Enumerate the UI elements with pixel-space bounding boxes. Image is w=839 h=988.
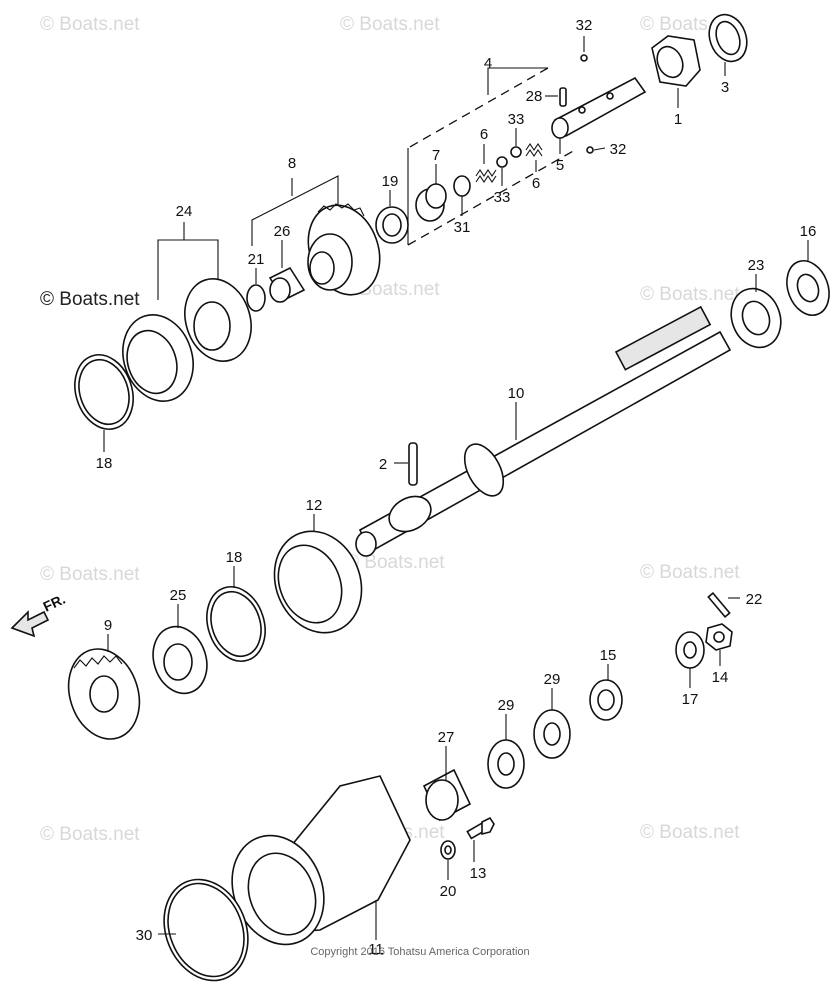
callout-label: 12	[306, 497, 323, 514]
callout-label: 4	[484, 55, 492, 72]
part-30-o-ring[interactable]	[149, 867, 262, 988]
part-8-forward-gear[interactable]	[296, 195, 391, 305]
part-1-clutch-dog[interactable]	[651, 35, 701, 87]
direction-label: FR.	[41, 591, 68, 615]
callout-label: 11	[368, 941, 384, 958]
bracket-8	[251, 175, 339, 246]
watermark: © Boats.net	[345, 552, 445, 573]
callout-label: 22	[746, 591, 763, 608]
callout-label: 1	[674, 111, 682, 128]
bracket-24	[157, 222, 219, 300]
part-23-thrust-bearing[interactable]	[723, 282, 789, 355]
callout-label: 9	[104, 617, 112, 634]
callout-label: 13	[470, 865, 487, 882]
part-29-oil-seal[interactable]	[533, 709, 571, 759]
watermark: © Boats.net	[640, 284, 740, 305]
part-18-shim[interactable]	[66, 347, 143, 437]
part-16-washer[interactable]	[780, 255, 837, 321]
callout-label: 32	[576, 17, 593, 34]
watermark: © Boats.net	[340, 14, 440, 35]
part-7-cap[interactable]	[415, 183, 447, 222]
callout-label: 30	[136, 927, 153, 944]
part-3-ring[interactable]	[703, 9, 753, 66]
part-15-spacer[interactable]	[589, 679, 623, 721]
callout-label: 25	[170, 587, 187, 604]
part-6-spring[interactable]	[475, 169, 497, 183]
callout-label: 16	[800, 223, 817, 240]
callout-label: 18	[226, 549, 243, 566]
callout-label: 32	[610, 141, 627, 158]
part-13-bolt[interactable]	[466, 816, 495, 840]
callout-label: 7	[432, 147, 440, 164]
callout-label: 24	[176, 203, 193, 220]
part-12-clutch[interactable]	[260, 518, 377, 646]
part-22-cotter-pin[interactable]	[707, 591, 731, 619]
part-10-propeller-shaft[interactable]	[355, 305, 732, 557]
callout-label: 8	[288, 155, 296, 172]
part-33-ball[interactable]	[496, 156, 508, 168]
watermarks: © Boats.net © Boats.net © Boats.net © Bo…	[40, 14, 740, 845]
callout-label: 20	[440, 883, 457, 900]
part-32-ball[interactable]	[586, 146, 594, 154]
part-14-nut[interactable]	[705, 623, 733, 651]
callout-label: 18	[96, 455, 113, 472]
part-20-washer[interactable]	[440, 840, 456, 860]
watermark: © Boats.net	[40, 564, 140, 585]
callout-label: 27	[438, 729, 455, 746]
callout-label: 31	[454, 219, 471, 236]
part-19-washer[interactable]	[375, 206, 409, 244]
callout-labels: 1 2 3 4 5 6 6 7 8 9 10 11 12 13 14 15 16…	[96, 17, 817, 958]
part-17-washer[interactable]	[675, 631, 705, 669]
callout-label: 6	[480, 126, 488, 143]
part-18-shim[interactable]	[198, 579, 275, 669]
callout-label: 17	[682, 691, 699, 708]
callout-label: 33	[508, 111, 525, 128]
part-5-shift-plunger[interactable]	[551, 76, 647, 139]
part-29-oil-seal[interactable]	[487, 739, 525, 789]
watermark: © Boats.net	[40, 824, 140, 845]
callout-label: 29	[544, 671, 561, 688]
part-33-ball[interactable]	[510, 146, 522, 158]
callout-label: 29	[498, 697, 515, 714]
callout-label: 28	[526, 88, 543, 105]
callout-label: 19	[382, 173, 399, 190]
forward-direction-arrow: FR.	[10, 591, 68, 638]
callout-label: 6	[532, 175, 540, 192]
callout-label: 33	[494, 189, 511, 206]
callout-label: 21	[248, 251, 265, 268]
part-24-taper-bearing[interactable]	[112, 270, 261, 410]
part-6-spring[interactable]	[525, 143, 543, 157]
part-21-circlip[interactable]	[246, 284, 266, 312]
callout-label: 26	[274, 223, 291, 240]
watermark: © Boats.net	[40, 14, 140, 35]
callout-label: 5	[556, 157, 564, 174]
callout-label: 23	[748, 257, 765, 274]
leader-lines	[103, 36, 809, 940]
part-32-ball[interactable]	[580, 54, 588, 62]
part-2-pin[interactable]	[408, 442, 418, 486]
callout-label: 10	[508, 385, 525, 402]
callout-label: 14	[712, 669, 729, 686]
part-26-needle-bearing[interactable]	[268, 266, 306, 303]
watermark: © Boats.net	[640, 562, 740, 583]
part-31-clip[interactable]	[453, 175, 471, 197]
part-28-pin[interactable]	[559, 87, 567, 107]
copyright-text: Copyright 2016 Tohatsu America Corporati…	[310, 946, 529, 958]
callout-label: 2	[379, 456, 387, 473]
part-25-bearing[interactable]	[145, 620, 215, 701]
part-27-needle-bearing[interactable]	[422, 768, 472, 822]
callout-label: 3	[721, 79, 729, 96]
part-11-bearing-housing[interactable]	[216, 775, 411, 958]
watermark: © Boats.net	[640, 822, 740, 843]
watermark: © Boats.net	[40, 289, 140, 310]
part-9-reverse-gear[interactable]	[57, 640, 150, 749]
callout-label: 15	[600, 647, 617, 664]
